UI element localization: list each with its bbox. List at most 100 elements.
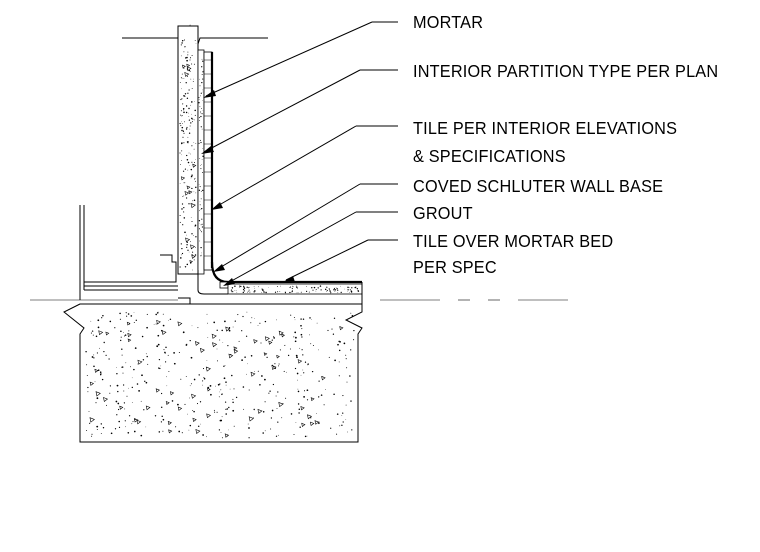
slab-stipple-dot <box>318 380 320 382</box>
slab-stipple-dot <box>338 361 340 363</box>
slab-stipple-dot <box>248 437 250 439</box>
slab-stipple-dot <box>336 433 338 435</box>
wall-stipple-dot <box>194 224 197 227</box>
slab-stipple-dot <box>175 426 177 428</box>
slab-stipple-dot <box>134 347 137 349</box>
slab-stipple-dot <box>146 313 148 315</box>
wall-stipple-dot <box>191 55 193 56</box>
wall-stipple-dot <box>183 39 186 41</box>
slab-stipple-dot <box>203 377 206 380</box>
floor-mortar-dot <box>317 287 319 289</box>
slab-stipple-dot <box>275 395 277 397</box>
floor-mortar-dot <box>247 291 248 293</box>
slab-stipple-dot <box>131 377 133 379</box>
slab-aggregate <box>168 429 173 434</box>
wall-stipple-dot <box>186 56 188 59</box>
floor-mortar-dot <box>306 286 307 287</box>
wall-stipple-dot <box>179 114 181 116</box>
mortar-dot <box>201 128 203 130</box>
slab-stipple-dot <box>119 312 121 315</box>
leader-partition-diag <box>203 69 361 153</box>
mortar-dot <box>202 155 204 157</box>
slab-stipple-dot <box>221 437 223 439</box>
slab-stipple-dot <box>168 371 170 372</box>
mortar-dot <box>200 246 202 249</box>
floor-mortar-dot <box>348 287 350 288</box>
mortar-dot <box>199 106 201 108</box>
floor-mortar-dot <box>312 289 314 291</box>
floor-mortar-dot <box>243 287 246 290</box>
mortar-dot <box>201 252 203 254</box>
slab-stipple-dot <box>311 319 313 320</box>
slab-aggregate <box>161 330 167 335</box>
slab-stipple-dot <box>228 429 229 431</box>
slab-stipple-dot <box>227 345 229 347</box>
wall-stipple-dot <box>186 97 189 100</box>
wall-stipple-dot <box>188 116 190 118</box>
mortar-dot <box>202 74 204 76</box>
slab-stipple-dot <box>100 423 103 425</box>
slab-stipple-dot <box>115 400 118 403</box>
floor-mortar-dot <box>276 286 278 288</box>
wall-stipple-dot <box>179 81 181 83</box>
slab-stipple-dot <box>219 339 221 341</box>
slab-stipple-dot <box>231 374 233 377</box>
slab-stipple-dot <box>334 359 336 362</box>
slab-aggregate <box>253 339 258 344</box>
slab-stipple-dot <box>160 421 163 423</box>
wall-stipple-aggregate <box>180 176 186 181</box>
slab-stipple-dot <box>296 372 299 375</box>
floor-mortar-dot <box>355 286 357 288</box>
slab-stipple-dot <box>124 334 127 336</box>
slab-aggregate <box>278 330 284 336</box>
wall-stipple-dot <box>188 152 190 154</box>
slab-stipple-dot <box>95 402 97 404</box>
wall-stipple-dot <box>193 199 196 202</box>
slab-stipple-dot <box>295 354 298 357</box>
slab-stipple-dot <box>206 360 208 362</box>
slab-stipple-dot <box>234 320 236 322</box>
mortar-dot <box>198 184 200 185</box>
slab-stipple-dot <box>154 415 157 417</box>
slab-stipple-dot <box>306 399 309 401</box>
wall-stipple-dot <box>181 143 182 145</box>
wall-stipple-dot <box>194 109 196 112</box>
slab-stipple-dot <box>169 318 172 321</box>
wall-stipple-dot <box>180 243 182 245</box>
slab-stipple-dot <box>264 320 267 323</box>
slab-stipple-dot <box>300 333 303 336</box>
floor-mortar-dot <box>335 287 337 288</box>
wall-stipple-dot <box>185 234 187 236</box>
slab-stipple-dot <box>166 376 167 378</box>
floor-mortar-dot <box>336 288 338 290</box>
slab-stipple-dot <box>96 425 99 428</box>
wall-stipple-dot <box>183 51 185 53</box>
slab-aggregate <box>250 371 256 377</box>
wall-stipple-aggregate <box>186 185 191 190</box>
slab-aggregate <box>281 333 286 338</box>
slab-stipple-dot <box>296 356 298 359</box>
slab-aggregate <box>205 366 211 372</box>
slab-stipple-dot <box>126 395 128 397</box>
slab-stipple-dot <box>91 356 94 358</box>
slab-stipple-dot <box>283 345 285 346</box>
wall-stipple-dot <box>187 136 189 138</box>
floor-mortar-dot <box>248 289 250 291</box>
slab-stipple-dot <box>272 383 275 386</box>
slab-stipple-dot <box>147 363 149 365</box>
slab-stipple-dot <box>145 426 147 428</box>
callout-grout: GROUT <box>413 200 473 226</box>
mortar-dot <box>200 255 202 257</box>
floor-mortar-dot <box>311 287 313 289</box>
wall-stipple-dot <box>184 182 186 184</box>
wall-stipple-dot <box>188 132 191 134</box>
slab-stipple-dot <box>157 343 160 346</box>
slab-stipple <box>85 311 355 439</box>
slab-stipple-dot <box>347 431 348 433</box>
slab-stipple-dot <box>128 415 131 417</box>
mortar-dot <box>199 120 200 121</box>
slab-stipple-dot <box>303 396 305 398</box>
slab-stipple-dot <box>297 403 300 405</box>
floor-mortar-dot <box>350 290 353 292</box>
wall-stipple-dot <box>186 75 188 77</box>
